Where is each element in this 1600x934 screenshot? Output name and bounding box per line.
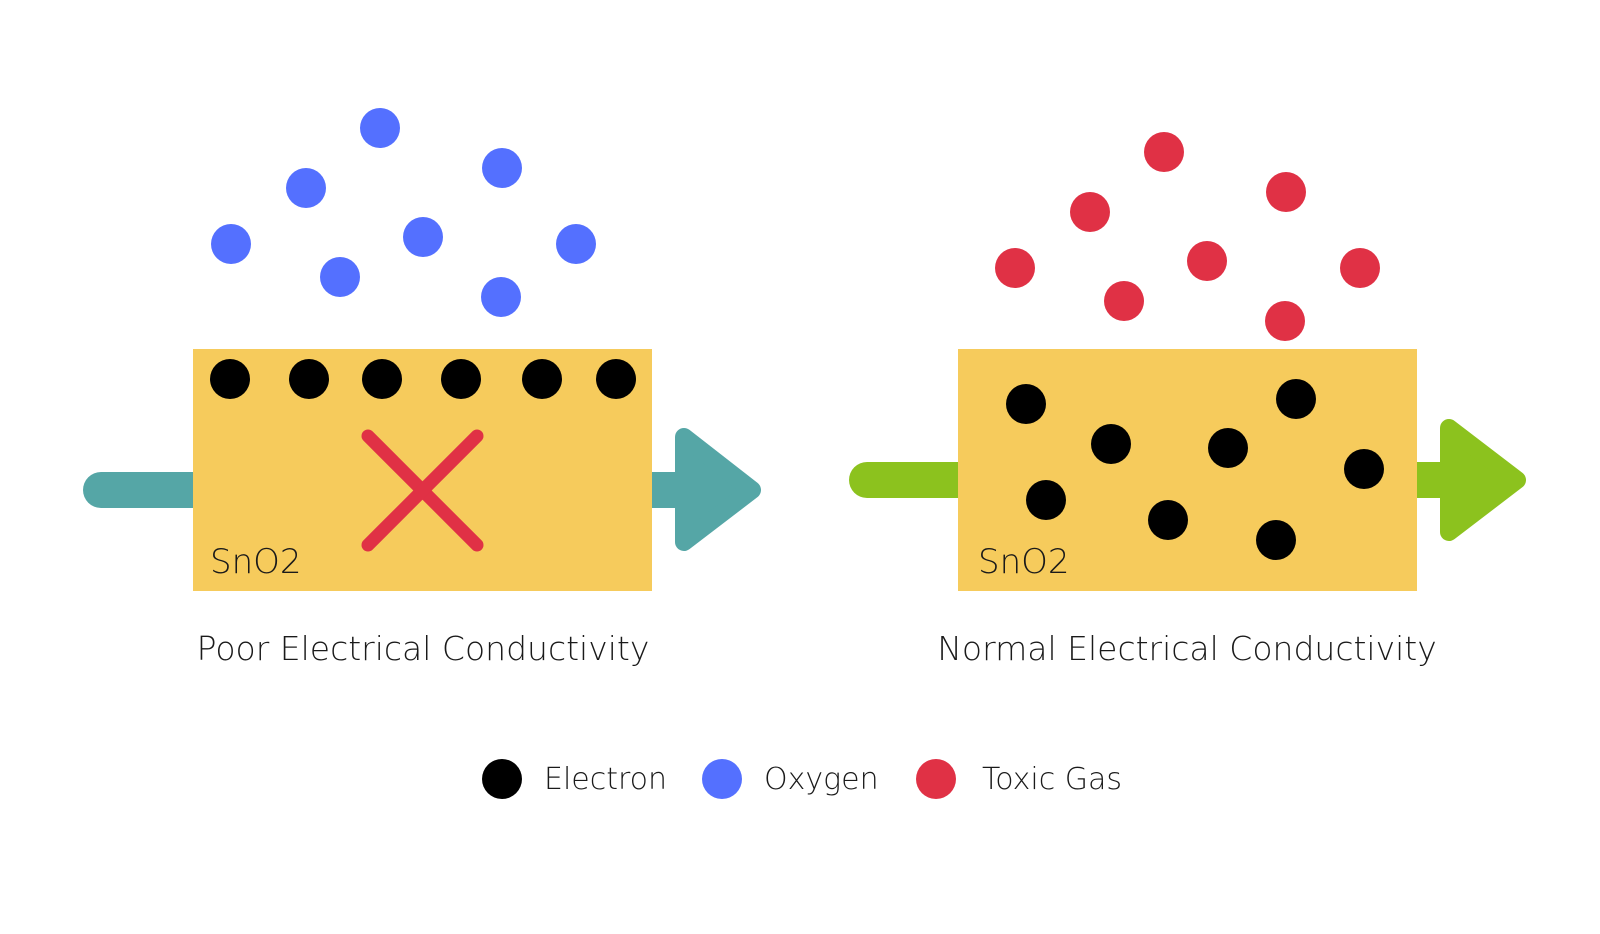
legend-item-toxic-gas: Toxic Gas <box>916 759 1122 799</box>
electron <box>441 359 481 399</box>
oxygen-molecule <box>360 108 400 148</box>
panel-caption: Poor Electrical Conductivity <box>197 629 650 668</box>
toxic-gas-molecule <box>1104 281 1144 321</box>
toxic-gas-molecule <box>1144 132 1184 172</box>
toxic-gas-molecule <box>1187 241 1227 281</box>
electron-row <box>210 359 636 399</box>
electron-cloud <box>1006 379 1384 560</box>
electron <box>1344 449 1384 489</box>
toxic-gas-molecule <box>1070 192 1110 232</box>
electron <box>596 359 636 399</box>
legend-swatch-oxygen <box>702 759 742 799</box>
oxygen-molecule <box>556 224 596 264</box>
legend-swatch-toxic-gas <box>916 759 956 799</box>
electron <box>289 359 329 399</box>
legend-item-oxygen: Oxygen <box>702 759 879 799</box>
toxic-gas-molecule <box>1266 172 1306 212</box>
toxic-gas-molecule <box>1265 301 1305 341</box>
electron <box>1026 480 1066 520</box>
electron <box>1006 384 1046 424</box>
legend-item-electron: Electron <box>482 759 667 799</box>
legend: Electron Oxygen Toxic Gas <box>482 759 1122 799</box>
toxic-gas-molecules <box>995 132 1380 341</box>
electron <box>1091 424 1131 464</box>
material-label: SnO2 <box>210 542 302 582</box>
legend-label: Oxygen <box>764 762 879 797</box>
cross-icon <box>361 429 484 552</box>
electron <box>1276 379 1316 419</box>
oxygen-molecule <box>403 217 443 257</box>
oxygen-molecule <box>481 277 521 317</box>
electron <box>1148 500 1188 540</box>
legend-label: Electron <box>544 762 667 797</box>
toxic-gas-molecule <box>1340 248 1380 288</box>
material-block <box>193 349 652 591</box>
panel-caption: Normal Electrical Conductivity <box>937 629 1436 668</box>
oxygen-molecules <box>211 108 596 317</box>
electron <box>210 359 250 399</box>
electron <box>362 359 402 399</box>
oxygen-molecule <box>286 168 326 208</box>
toxic-gas-molecule <box>995 248 1035 288</box>
oxygen-molecule <box>482 148 522 188</box>
material-label: SnO2 <box>978 542 1070 582</box>
legend-swatch-electron <box>482 759 522 799</box>
electron <box>522 359 562 399</box>
panel-normal-conductivity: SnO2 Normal Electrical Conductivity <box>849 132 1526 668</box>
panel-poor-conductivity: SnO2 Poor Electrical Conductivity <box>83 108 761 668</box>
electron <box>1256 520 1296 560</box>
oxygen-molecule <box>211 224 251 264</box>
electron <box>1208 428 1248 468</box>
legend-label: Toxic Gas <box>982 762 1122 797</box>
oxygen-molecule <box>320 257 360 297</box>
